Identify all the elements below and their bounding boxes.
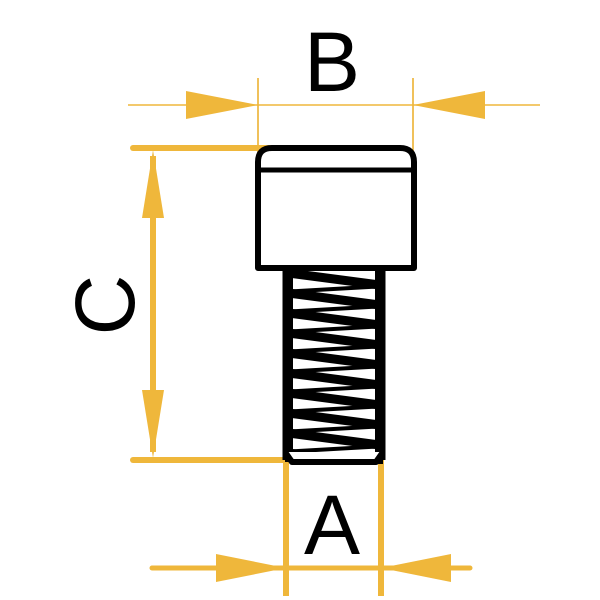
dimension-c-arrow-bottom: [142, 390, 164, 458]
screw-head: [255, 145, 417, 271]
dimension-a-arrow-right: [381, 554, 451, 582]
dimension-b-arrow-left: [186, 91, 258, 119]
dimension-c-label: C: [58, 275, 152, 336]
threaded-shank: [282, 268, 386, 465]
dimension-c: C: [58, 145, 293, 463]
dimension-a-label: A: [304, 478, 360, 572]
dimension-b-label: B: [304, 15, 360, 109]
dimension-c-arrow-top: [142, 150, 164, 218]
dimension-a-arrow-left: [216, 554, 286, 582]
dimension-b: B: [128, 15, 540, 152]
shank-end-chamfer: [282, 450, 386, 465]
dimension-a: A: [149, 458, 473, 596]
dimension-b-arrow-right: [413, 91, 485, 119]
head-outline: [255, 145, 417, 271]
